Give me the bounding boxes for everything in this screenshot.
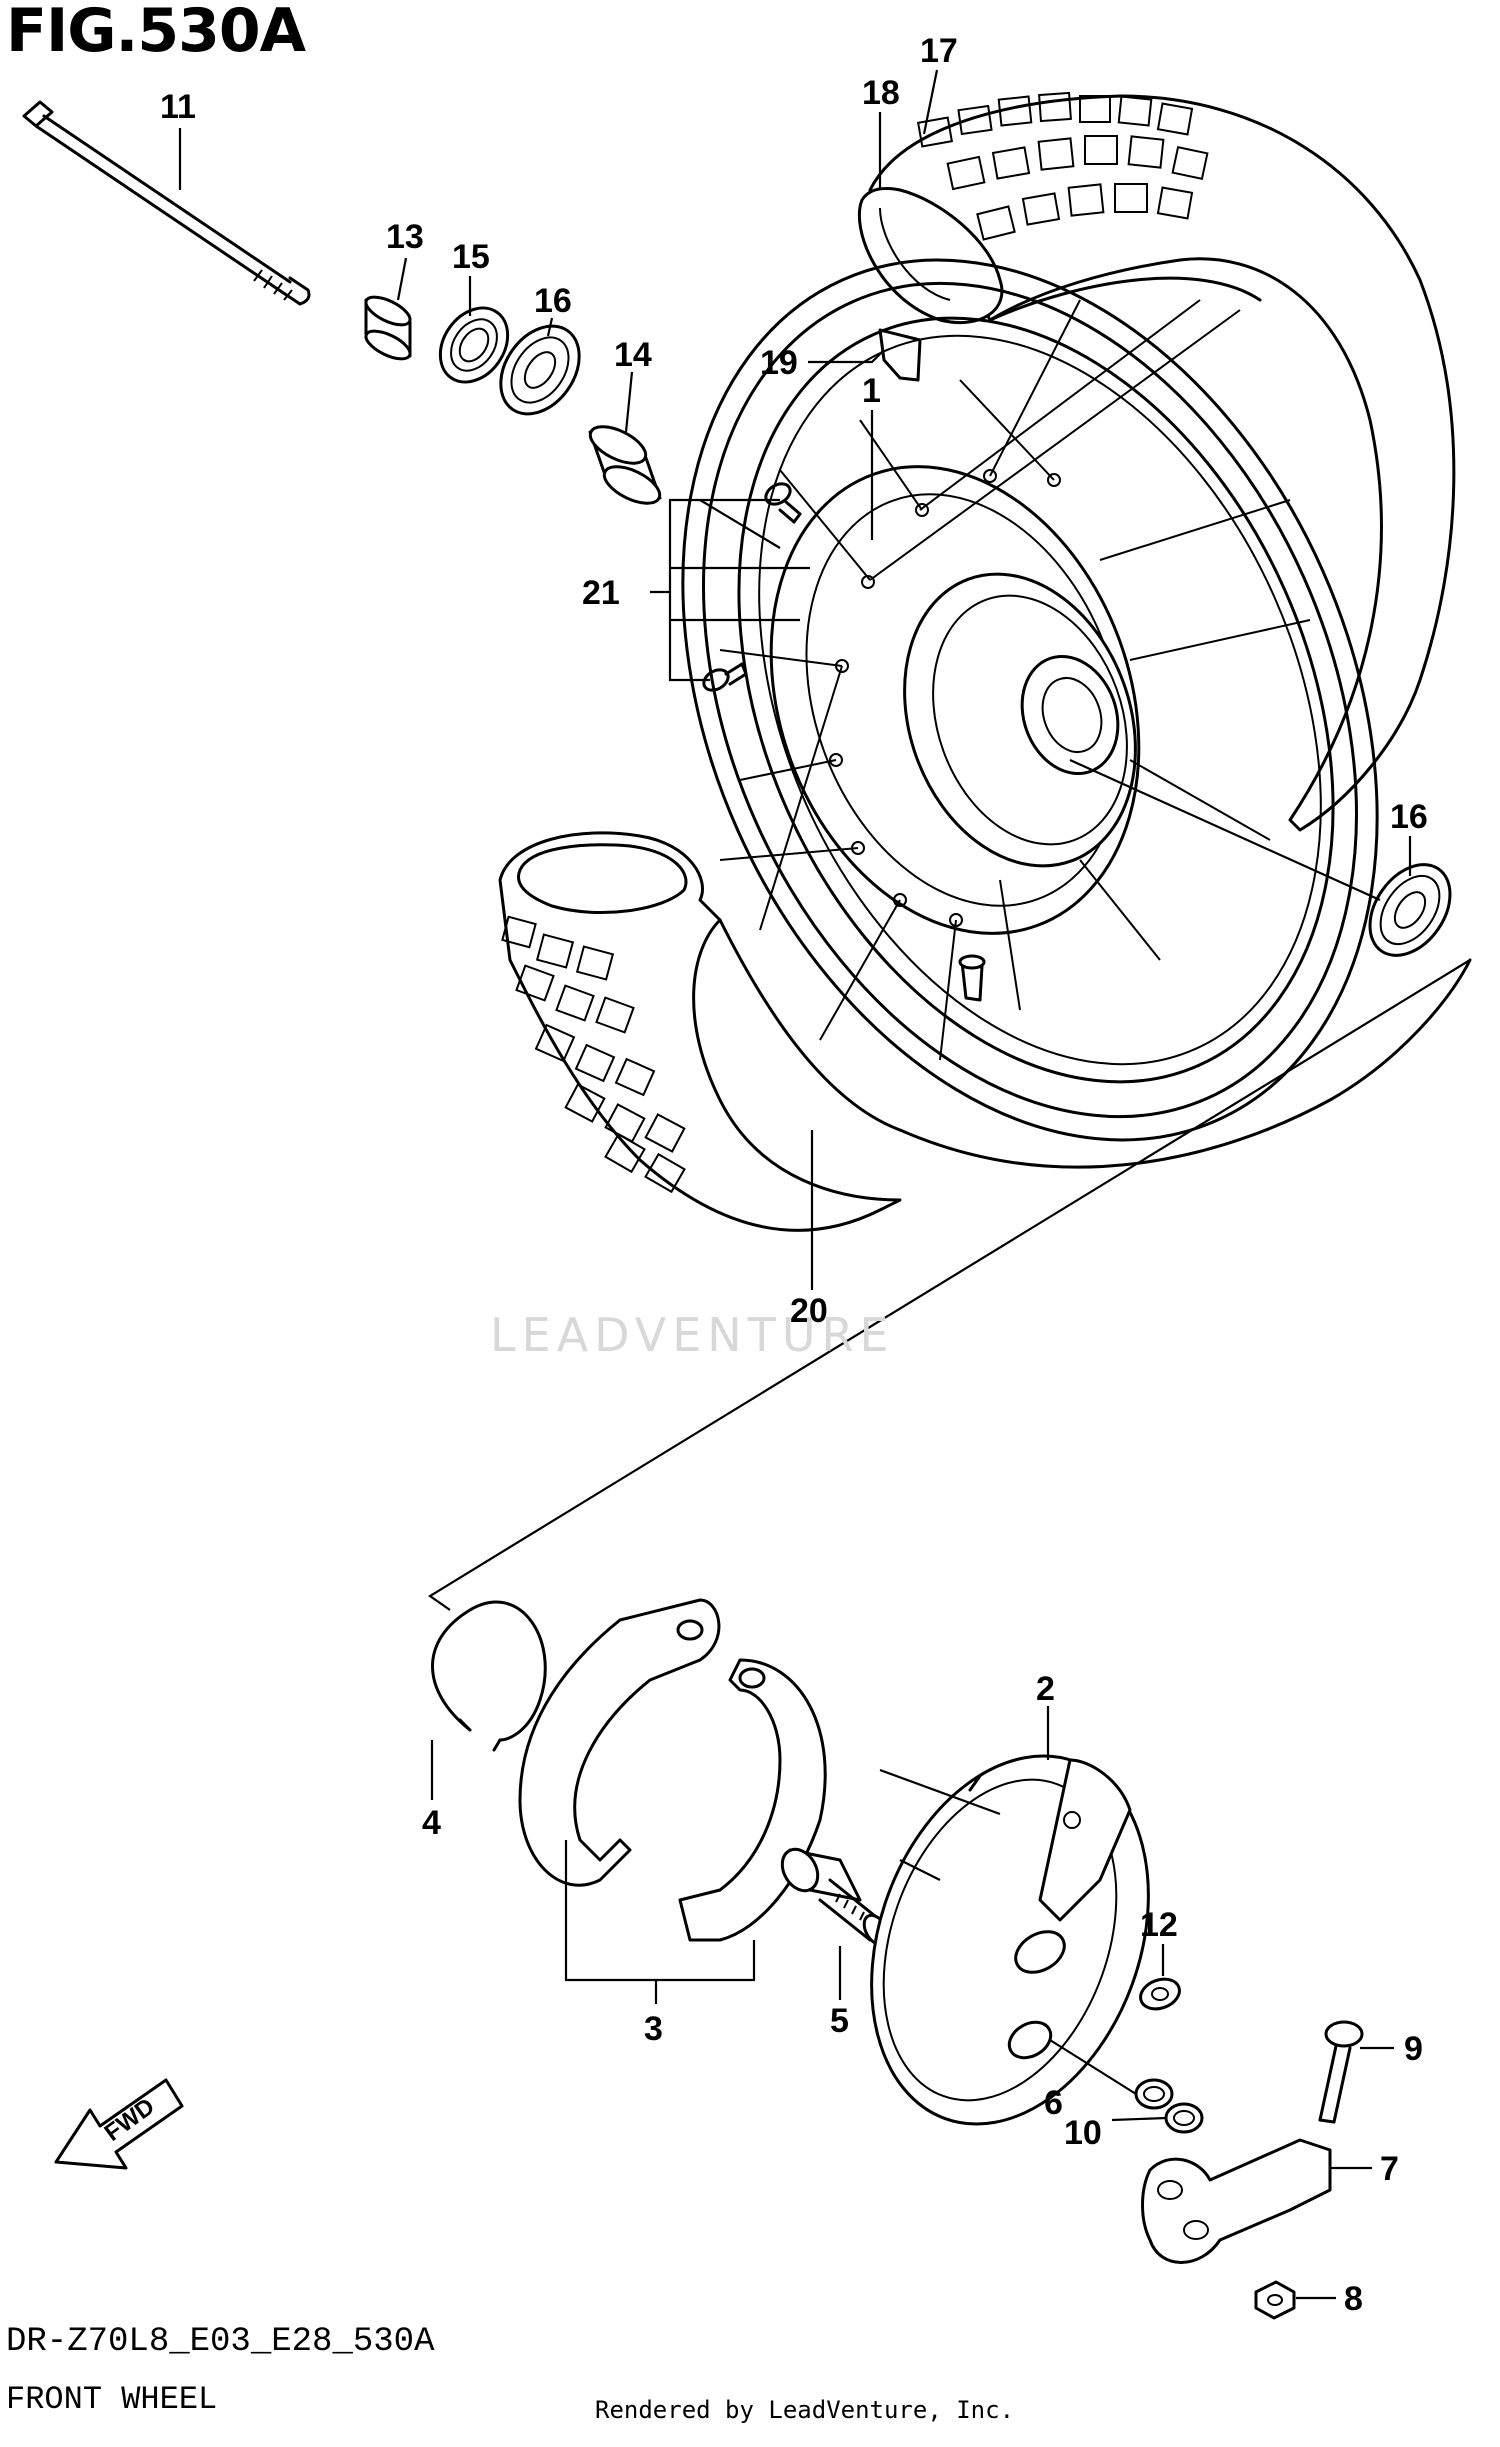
callout-labels: 11 13 15 16 14 17 18 19 1 21 16 20 4 3 5… xyxy=(160,32,1428,2318)
bolt-part-9[interactable] xyxy=(1318,2020,1364,2124)
leader-lines xyxy=(178,69,1412,2300)
callout-14: 14 xyxy=(614,336,652,374)
nut-part-8[interactable] xyxy=(1254,2280,1296,2320)
figure-title: FIG.530A xyxy=(6,0,306,66)
callout-21: 21 xyxy=(582,574,620,612)
bearing-part-16-right[interactable] xyxy=(1353,850,1466,971)
axle-part-11[interactable] xyxy=(22,100,311,306)
brake-shoe-part-3-right[interactable] xyxy=(678,1658,827,1942)
callout-20: 20 xyxy=(790,1292,828,1330)
rim-band-part-19[interactable] xyxy=(878,328,922,382)
callout-2: 2 xyxy=(1036,1670,1055,1708)
callout-13: 13 xyxy=(386,218,424,256)
bearing-part-16-upper[interactable] xyxy=(485,311,596,429)
brake-cam-part-5[interactable] xyxy=(775,1843,893,1949)
stopper-part-7[interactable] xyxy=(1141,2138,1332,2264)
oil-seal-part-15[interactable] xyxy=(426,295,521,395)
callout-16-right: 16 xyxy=(1390,798,1428,836)
callout-12: 12 xyxy=(1140,1906,1178,1944)
callout-4: 4 xyxy=(422,1804,441,1842)
rendered-by-credit: Rendered by LeadVenture, Inc. xyxy=(595,2396,1015,2424)
callout-5: 5 xyxy=(830,2002,849,2040)
callout-18: 18 xyxy=(862,74,900,112)
rim-part-20[interactable] xyxy=(551,150,1500,1251)
valve-stem xyxy=(958,954,986,1002)
page-caption: FRONT WHEEL xyxy=(6,2381,218,2418)
watermark-text: LEADVENTURE xyxy=(490,1308,895,1362)
brake-panel-part-2[interactable] xyxy=(823,1717,1197,2163)
callout-8: 8 xyxy=(1344,2280,1363,2318)
spring-part-4[interactable] xyxy=(431,1600,547,1752)
hub-part-1[interactable] xyxy=(708,415,1201,986)
spokes xyxy=(719,299,1311,1061)
callout-1: 1 xyxy=(862,372,881,410)
bracket-part-21 xyxy=(650,498,810,682)
tire-section-front xyxy=(498,831,1472,1232)
washer-part-6[interactable] xyxy=(1134,2078,1174,2110)
section-divider xyxy=(427,959,1471,1611)
spacer-part-13[interactable] xyxy=(362,291,414,364)
fwd-arrow-icon: FWD xyxy=(54,2078,184,2170)
nut-part-12[interactable] xyxy=(1136,1974,1183,2014)
callout-17: 17 xyxy=(920,32,958,70)
model-code: DR-Z70L8_E03_E28_530A xyxy=(6,2323,435,2361)
spacer-part-14[interactable] xyxy=(585,419,665,510)
callout-7: 7 xyxy=(1380,2150,1399,2188)
brake-shoe-part-3-left[interactable] xyxy=(518,1598,721,1887)
washer-part-10[interactable] xyxy=(1164,2102,1204,2134)
callout-15: 15 xyxy=(452,238,490,276)
callout-19: 19 xyxy=(760,344,798,382)
callout-10: 10 xyxy=(1064,2114,1102,2152)
callout-16-upper: 16 xyxy=(534,282,572,320)
callout-3: 3 xyxy=(644,2010,663,2048)
callout-11: 11 xyxy=(160,88,196,126)
callout-6: 6 xyxy=(1044,2084,1063,2122)
callout-9: 9 xyxy=(1404,2030,1423,2068)
